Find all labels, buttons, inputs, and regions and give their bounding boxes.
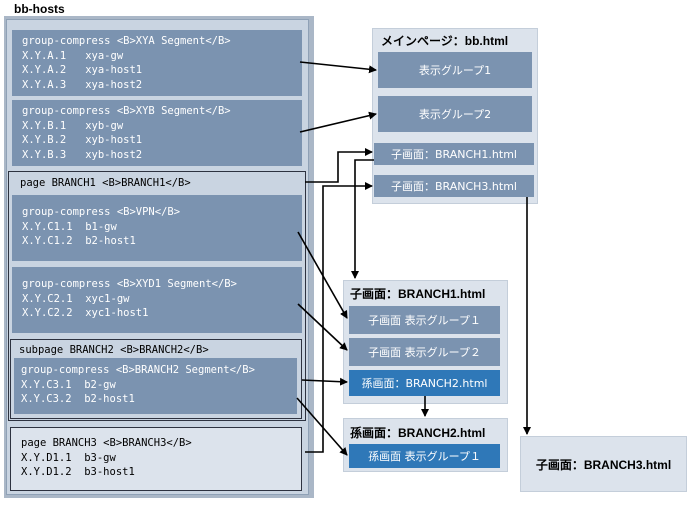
host-row: X.Y.A.1 xya-gw [22,49,124,62]
branch3-page-title: 子画面：BRANCH3.html [535,457,672,472]
branch1-link-branch2[interactable]: 孫画面：BRANCH2.html [349,370,500,396]
page-branch3: page BRANCH3 <B>BRANCH3</B> X.Y.D1.1 b3-… [10,427,302,491]
group-branch2: group-compress <B>BRANCH2 Segment</B> X.… [14,358,297,414]
branch1-group1-box: 子画面 表示グループ１ [349,306,500,334]
group-xya-header: group-compress <B>XYA Segment</B> [22,35,231,47]
page-branch3-header: page BRANCH3 <B>BRANCH3</B> [21,437,192,449]
arrow-xya-to-group1 [299,61,377,74]
group-vpn-header: group-compress <B>VPN</B> [22,206,181,218]
arrow-xyb-to-group2 [299,111,377,133]
host-row: X.Y.D1.2 b3-host1 [21,466,135,478]
branch1-page-title: 子画面：BRANCH1.html [350,287,486,301]
host-row: X.Y.D1.1 b3-gw [21,451,116,464]
host-row: X.Y.C3.2 b2-host1 [21,393,135,405]
branch3-page-panel: 子画面：BRANCH3.html [520,436,687,492]
group-branch2-header: group-compress <B>BRANCH2 Segment</B> [21,364,255,376]
branch2-group1-box: 孫画面 表示グループ１ [349,444,500,468]
bb-hosts-title: bb-hosts [14,2,65,16]
host-row: X.Y.B.2 xyb-host1 [22,134,143,146]
host-row: X.Y.A.3 xya-host2 [22,78,143,91]
host-row: X.Y.C2.1 xyc1-gw [22,292,130,305]
arrow-xyd1-to-branch1-group2 [297,303,348,351]
arrow-link-to-branch1-page [351,159,374,279]
group-xyb: group-compress <B>XYB Segment</B> X.Y.B.… [12,100,302,166]
host-row: X.Y.C1.2 b2-host1 [22,235,136,247]
main-group2-box: 表示グループ2 [378,96,532,132]
arrow-branch2-group-to-box [296,397,348,456]
branch2-page-title: 孫画面：BRANCH2.html [350,426,486,440]
main-group1-box: 表示グループ1 [378,52,532,88]
arrow-vpn-to-branch1-group1 [297,231,348,319]
host-row: X.Y.C2.2 xyc1-host1 [22,307,149,319]
page-branch1-header: page BRANCH1 <B>BRANCH1</B> [20,177,191,189]
arrow-subpage-to-link [301,377,348,386]
group-xyb-header: group-compress <B>XYB Segment</B> [22,105,231,117]
host-row: X.Y.A.2 xya-host1 [22,64,143,76]
host-row: X.Y.C1.1 b1-gw [22,220,117,233]
host-row: X.Y.B.3 xyb-host2 [22,148,143,161]
host-row: X.Y.C3.1 b2-gw [21,378,116,391]
main-link-branch1[interactable]: 子画面：BRANCH1.html [374,143,534,165]
arrow-branch3-to-link [305,182,373,453]
group-xyd1-header: group-compress <B>XYD1 Segment</B> [22,278,237,290]
main-link-branch3[interactable]: 子画面：BRANCH3.html [374,175,534,197]
main-page-title: メインページ：bb.html [381,34,509,48]
group-xyd1: group-compress <B>XYD1 Segment</B> X.Y.C… [12,267,302,333]
subpage-branch2-header: subpage BRANCH2 <B>BRANCH2</B> [19,344,209,356]
branch1-group2-box: 子画面 表示グループ２ [349,338,500,366]
group-xya: group-compress <B>XYA Segment</B> X.Y.A.… [12,30,302,96]
host-row: X.Y.B.1 xyb-gw [22,119,124,132]
arrow-branch1-to-link [305,148,373,183]
group-vpn: group-compress <B>VPN</B> X.Y.C1.1 b1-gw… [12,195,302,261]
